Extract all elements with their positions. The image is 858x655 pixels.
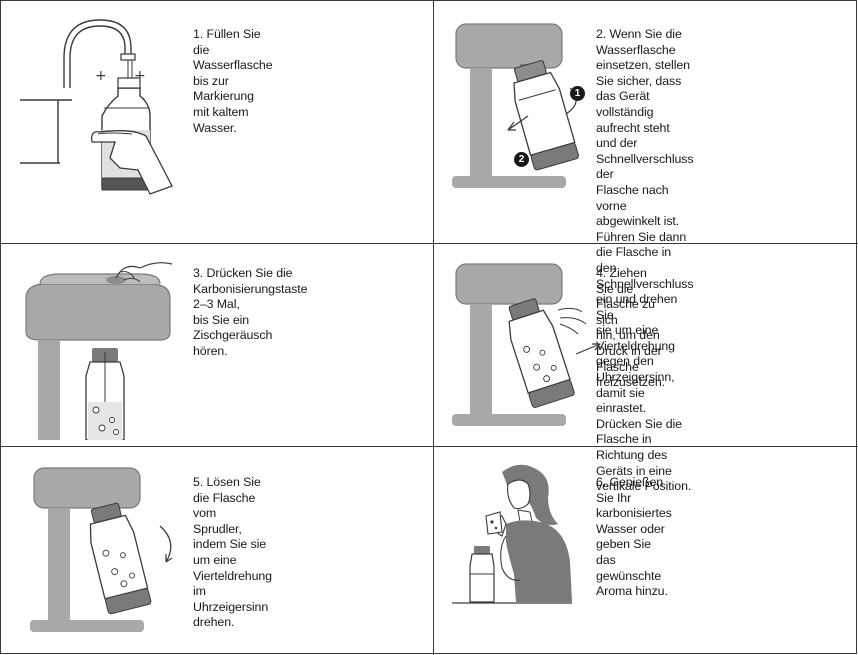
svg-text:+: + xyxy=(95,68,107,84)
fill-bottle-illustration: + + + xyxy=(20,19,173,195)
column-divider xyxy=(433,0,434,655)
step-6-text: 6. Genießen Sie Ihr karbonisiertes Wasse… xyxy=(596,475,672,599)
step-1-text: 1. Füllen Sie die Wasserflasche bis zur … xyxy=(193,27,273,135)
step-4-text: 4. Ziehen Sie die Flasche zu sich hin, u… xyxy=(596,266,665,390)
insert-bottle-illustration xyxy=(452,23,579,188)
step-5-text: 5. Lösen Sie die Flasche vom Sprudler, i… xyxy=(193,475,272,630)
step-3-text: 3. Drücken Sie die Karbonisierungstaste … xyxy=(193,266,308,358)
remove-bottle-illustration xyxy=(30,467,173,632)
step-2-text: 2. Wenn Sie die Wasserflasche einsetzen,… xyxy=(596,27,694,494)
row-divider-1 xyxy=(0,243,858,244)
drinking-woman-illustration xyxy=(452,464,572,604)
row-divider-2 xyxy=(0,446,858,447)
release-pressure-illustration xyxy=(452,263,601,426)
badge-two: 2 xyxy=(514,152,529,167)
badge-one: 1 xyxy=(570,86,585,101)
press-button-illustration xyxy=(25,262,173,440)
svg-text:+: + xyxy=(134,68,146,84)
